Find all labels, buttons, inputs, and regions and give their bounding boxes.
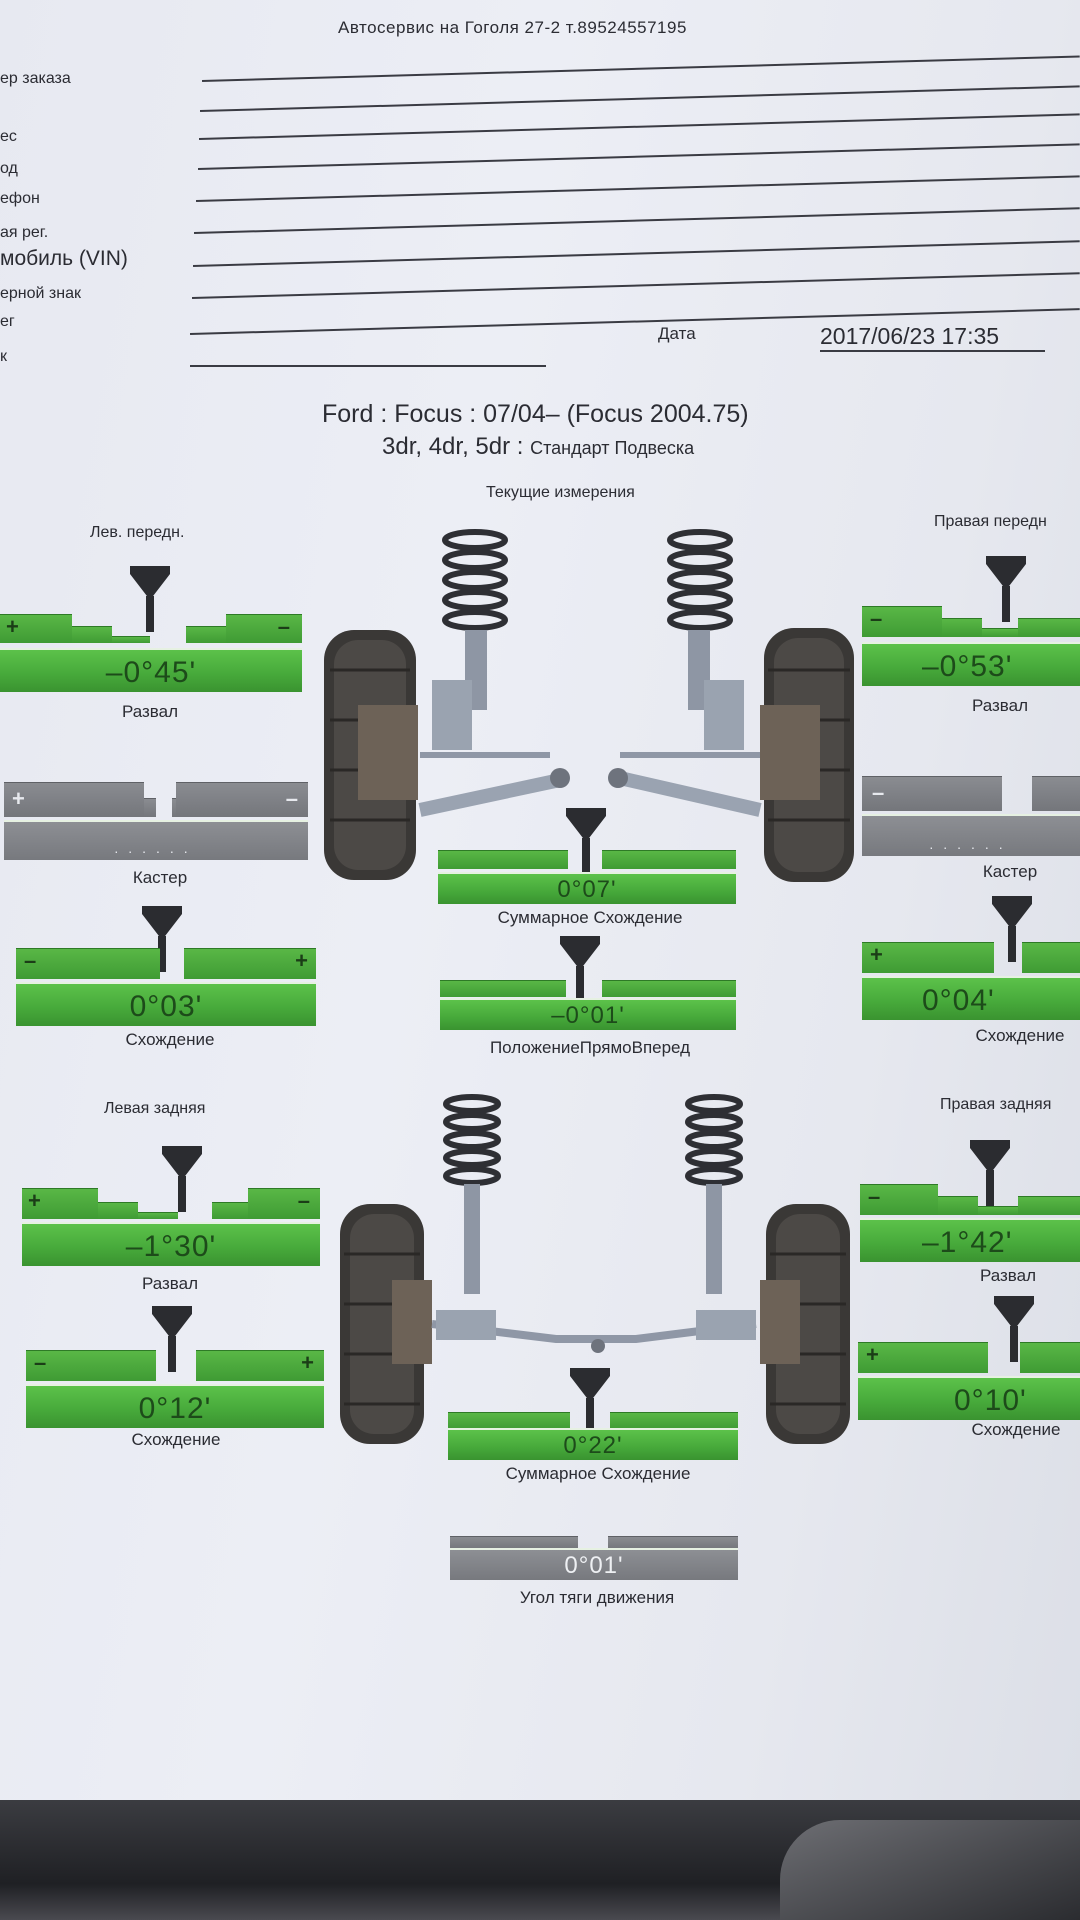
suspension-type: Стандарт Подвеска: [530, 438, 694, 458]
thrust-angle-value: 0°01': [450, 1552, 738, 1580]
right-rear-camber-value: –1°42': [922, 1226, 1080, 1260]
left-rear-camber-value: –1°30': [22, 1230, 320, 1264]
gauge-right-front-camber: – –0°53': [862, 604, 1080, 686]
left-rear-toe-label: Схождение: [106, 1430, 246, 1450]
right-front-camber-label: Развал: [950, 696, 1050, 716]
form-line: [202, 55, 1080, 82]
left-rear-camber-label: Развал: [120, 1274, 220, 1294]
left-front-camber-label: Развал: [100, 702, 200, 722]
vehicle-body-types: 3dr, 4dr, 5dr :: [382, 433, 523, 460]
minus-icon: –: [870, 612, 882, 626]
straight-ahead-label: ПоложениеПрямоВперед: [440, 1038, 740, 1058]
right-rear-toe-label: Схождение: [946, 1420, 1080, 1440]
form-line: [193, 240, 1080, 267]
form-line: [200, 85, 1080, 112]
gauge-right-rear-toe: + 0°10': [858, 1340, 1080, 1420]
minus-icon: –: [278, 620, 290, 634]
thrust-angle-label: Угол тяги движения: [452, 1588, 742, 1608]
rear-total-toe-value: 0°22': [448, 1432, 738, 1460]
right-rear-toe-value: 0°10': [954, 1384, 1080, 1418]
left-front-toe-label: Схождение: [100, 1030, 240, 1050]
minus-icon: –: [24, 954, 36, 968]
plus-icon: +: [295, 954, 308, 968]
left-front-title: Лев. передн.: [90, 524, 184, 542]
gauge-right-rear-camber: – –1°42': [860, 1182, 1080, 1262]
form-label-phone: ефон: [0, 190, 40, 208]
plus-icon: +: [12, 792, 25, 806]
gauge-left-rear-toe: – + 0°12': [26, 1348, 324, 1428]
form-label-reg: ая рег.: [0, 224, 48, 242]
right-rear-title: Правая задняя: [940, 1096, 1051, 1114]
plus-icon: +: [866, 1348, 879, 1362]
date-label: Дата: [658, 324, 696, 344]
gauge-left-front-toe: – + 0°03': [16, 946, 316, 1026]
vehicle-title: Ford : Focus : 07/04– (Focus 2004.75): [322, 400, 749, 429]
form-label-other: к: [0, 348, 7, 366]
gauge-left-front-caster: + – ......: [4, 780, 308, 860]
right-rear-camber-label: Развал: [958, 1266, 1058, 1286]
form-label-city: од: [0, 160, 18, 178]
gauge-right-front-toe: + 0°04': [862, 940, 1080, 1020]
left-front-caster-label: Кастер: [100, 868, 220, 888]
minus-icon: –: [298, 1194, 310, 1208]
form-line: [196, 175, 1080, 202]
left-rear-toe-value: 0°12': [26, 1392, 324, 1426]
form-label-mileage: ег: [0, 313, 15, 331]
minus-icon: –: [34, 1356, 46, 1370]
date-value: 2017/06/23 17:35: [820, 323, 999, 350]
left-front-camber-value: –0°45': [0, 656, 302, 690]
gauge-rear-total-toe: 0°22': [448, 1410, 738, 1460]
form-line: [192, 272, 1080, 299]
left-front-toe-value: 0°03': [16, 990, 316, 1024]
minus-icon: –: [868, 1190, 880, 1204]
printout-page: Автосервис на Гоголя 27-2 т.89524557195 …: [0, 0, 1080, 1800]
gauge-thrust-angle: 0°01': [450, 1536, 738, 1580]
straight-ahead-value: –0°01': [440, 1002, 736, 1030]
gauge-left-rear-camber: + – –1°30': [22, 1186, 320, 1266]
right-front-title: Правая передн: [934, 513, 1047, 531]
form-label-plate: ерной знак: [0, 285, 81, 303]
right-front-caster-label: Кастер: [960, 862, 1060, 882]
plus-icon: +: [6, 620, 19, 634]
form-line: [199, 113, 1080, 140]
service-header: Автосервис на Гоголя 27-2 т.89524557195: [338, 18, 687, 38]
form-line: [820, 350, 1045, 352]
gauge-front-total-toe: 0°07': [438, 848, 736, 904]
gauge-left-front-camber: + – –0°45': [0, 612, 302, 692]
vehicle-subtitle: 3dr, 4dr, 5dr : Стандарт Подвеска: [382, 433, 694, 461]
section-current-measurements: Текущие измерения: [486, 484, 635, 502]
right-front-toe-value: 0°04': [922, 984, 1080, 1018]
plus-icon: +: [301, 1356, 314, 1370]
gauge-straight-ahead: –0°01': [440, 978, 736, 1030]
front-total-toe-value: 0°07': [438, 876, 736, 904]
form-label-address: ес: [0, 128, 17, 146]
front-total-toe-label: Суммарное Схождение: [440, 908, 740, 928]
table-background: [0, 1800, 1080, 1920]
form-label-vin: мобиль (VIN): [0, 247, 128, 271]
right-front-toe-label: Схождение: [950, 1026, 1080, 1046]
gauge-right-front-caster: – ......: [862, 774, 1080, 856]
rear-total-toe-label: Суммарное Схождение: [448, 1464, 748, 1484]
minus-icon: –: [872, 786, 884, 800]
form-label-order: ер заказа: [0, 70, 71, 88]
right-front-camber-value: –0°53': [922, 650, 1080, 684]
form-line: [190, 365, 546, 367]
left-rear-title: Левая задняя: [104, 1100, 205, 1118]
form-line: [194, 207, 1080, 234]
minus-icon: –: [286, 792, 298, 806]
plus-icon: +: [28, 1194, 41, 1208]
form-line: [198, 143, 1080, 170]
plus-icon: +: [870, 948, 883, 962]
